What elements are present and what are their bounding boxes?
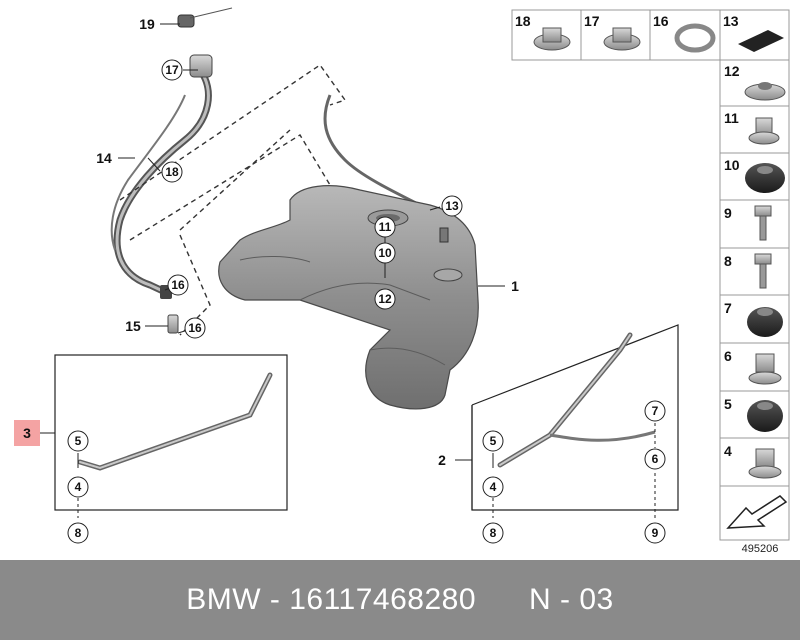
callout-9[interactable]: 9	[644, 522, 666, 544]
diagram-code: 495206	[742, 543, 779, 555]
part-cell-18[interactable]: 18	[515, 13, 571, 51]
svg-text:5: 5	[724, 396, 732, 412]
part-cell-13[interactable]: 13	[723, 13, 784, 52]
callout-8-right[interactable]: 8	[482, 522, 504, 544]
direction-arrow-icon	[726, 495, 788, 529]
svg-text:4: 4	[724, 443, 732, 459]
rubber-grommet-10-icon	[745, 163, 785, 193]
part-cell-9[interactable]: 9	[724, 205, 772, 241]
bolt-8-icon	[754, 253, 772, 265]
part-cell-7[interactable]: 7	[724, 300, 783, 337]
part-cell-16[interactable]: 16	[653, 13, 716, 53]
svg-text:16: 16	[653, 13, 669, 29]
callout-5-right[interactable]: 5	[482, 430, 504, 452]
callout-10[interactable]: 10	[374, 242, 396, 264]
callout-6[interactable]: 6	[644, 448, 666, 470]
callout-5-left[interactable]: 5	[67, 430, 89, 452]
svg-text:19: 19	[139, 16, 155, 32]
callout-4-right[interactable]: 4	[482, 476, 504, 498]
svg-text:7: 7	[724, 300, 732, 316]
spacer-bush-6-icon	[755, 353, 775, 373]
callout-16-upper[interactable]: 16	[167, 274, 189, 296]
callout-8-left[interactable]: 8	[67, 522, 89, 544]
svg-text:14: 14	[96, 150, 112, 166]
callout-13[interactable]: 13	[441, 195, 463, 217]
callout-14[interactable]: 14	[96, 150, 112, 166]
parts-diagram: 19 17 14 18 16 15 16 13 11 10 12 1	[14, 7, 790, 555]
svg-text:12: 12	[724, 63, 740, 79]
svg-text:12: 12	[378, 292, 392, 306]
strap-2-box	[471, 324, 679, 511]
svg-text:4: 4	[490, 480, 497, 494]
svg-text:4: 4	[75, 480, 82, 494]
nut-body-17-icon	[612, 27, 632, 43]
svg-text:3: 3	[23, 425, 31, 441]
svg-text:2: 2	[438, 452, 446, 468]
part-cell-8[interactable]: 8	[724, 253, 772, 289]
nut-body-18-icon	[542, 27, 562, 43]
svg-text:11: 11	[379, 220, 392, 234]
fuel-tank	[218, 185, 479, 410]
part-cell-arrow	[726, 495, 788, 529]
svg-text:8: 8	[490, 526, 497, 540]
callout-3[interactable]: 3	[14, 420, 40, 446]
callout-1[interactable]: 1	[511, 278, 519, 294]
svg-text:13: 13	[723, 13, 739, 29]
vent-pipe	[323, 94, 421, 207]
rubber-mount-7-icon	[747, 307, 783, 337]
svg-text:18: 18	[165, 165, 179, 179]
part-cell-17[interactable]: 17	[584, 13, 641, 51]
svg-text:6: 6	[652, 452, 659, 466]
footer-bar: BMW - 16117468280 N - 03	[0, 560, 800, 640]
svg-text:10: 10	[724, 157, 740, 173]
bolt-9-icon	[754, 205, 772, 217]
callout-16-lower[interactable]: 16	[184, 317, 206, 339]
callout-11[interactable]: 11	[374, 216, 396, 238]
svg-text:17: 17	[165, 63, 179, 77]
callout-18[interactable]: 18	[161, 161, 183, 183]
svg-text:9: 9	[724, 205, 732, 221]
spacer-bush-4-icon	[755, 448, 775, 468]
strap-3-box	[54, 354, 288, 511]
rubber-mount-5-icon	[747, 400, 783, 432]
filler-neck-assembly	[110, 7, 233, 334]
dashed-pipe-outline	[119, 64, 347, 336]
svg-text:6: 6	[724, 348, 732, 364]
part-cell-10[interactable]: 10	[724, 157, 785, 193]
part-number-label: BMW - 16117468280 N - 03	[186, 583, 614, 616]
svg-text:15: 15	[125, 318, 141, 334]
hose-clamp-icon	[674, 23, 716, 53]
foam-pad-icon	[738, 30, 784, 52]
svg-text:17: 17	[584, 13, 600, 29]
svg-text:13: 13	[445, 199, 459, 213]
svg-text:1: 1	[511, 278, 519, 294]
callout-12[interactable]: 12	[374, 288, 396, 310]
svg-text:8: 8	[724, 253, 732, 269]
part-cell-12[interactable]: 12	[724, 63, 786, 101]
callout-2[interactable]: 2	[438, 452, 446, 468]
part-cell-4[interactable]: 4	[724, 443, 782, 479]
parts-panel-top-row: 18 17 16 13	[511, 9, 790, 61]
svg-text:5: 5	[490, 434, 497, 448]
part-cell-6[interactable]: 6	[724, 348, 782, 385]
callout-15[interactable]: 15	[125, 318, 141, 334]
svg-text:16: 16	[171, 278, 185, 292]
callout-7[interactable]: 7	[644, 400, 666, 422]
callout-4-left[interactable]: 4	[67, 476, 89, 498]
svg-text:8: 8	[75, 526, 82, 540]
svg-text:10: 10	[378, 246, 392, 260]
part-cell-11[interactable]: 11	[724, 110, 780, 145]
svg-text:18: 18	[515, 13, 531, 29]
svg-text:16: 16	[188, 321, 202, 335]
svg-text:7: 7	[652, 404, 659, 418]
svg-text:11: 11	[724, 110, 739, 126]
part-cell-5[interactable]: 5	[724, 396, 783, 432]
callout-19[interactable]: 19	[139, 16, 155, 32]
svg-text:5: 5	[75, 434, 82, 448]
svg-text:9: 9	[652, 526, 659, 540]
parts-panel-column: 12 11 10 9 8 7 6	[719, 59, 790, 541]
callout-17[interactable]: 17	[161, 59, 183, 81]
